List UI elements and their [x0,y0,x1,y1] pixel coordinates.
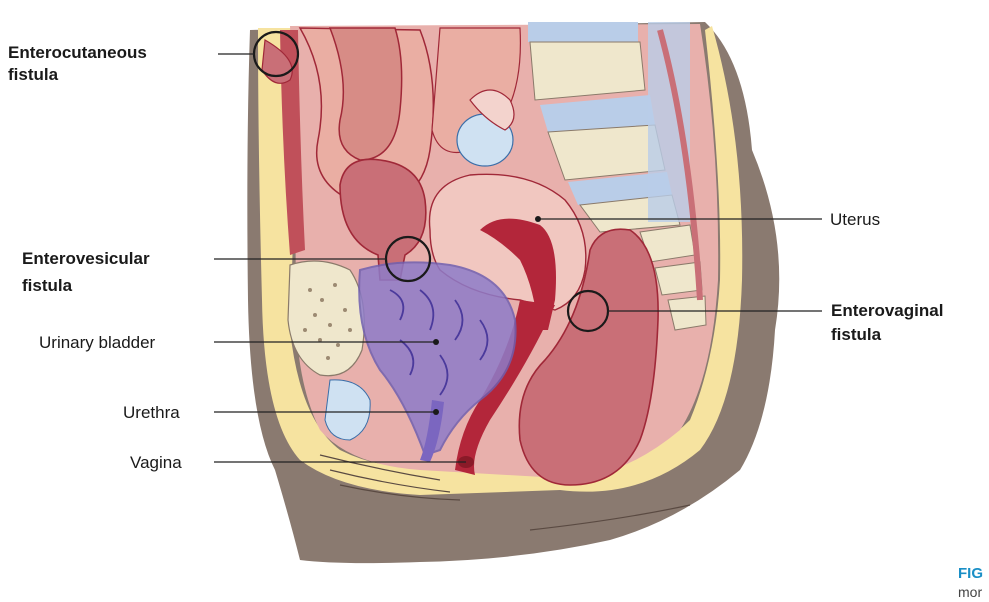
label-enterovaginal-line1: Enterovaginal [831,301,943,320]
pointer-dot-urethra [433,409,439,415]
label-uterus: Uterus [830,210,880,229]
label-enterovaginal-line2: fistula [831,325,882,344]
figure-caption-label: FIG [958,565,983,582]
label-enterovesicular-line2: fistula [22,276,73,295]
label-enterocutaneous-line1: Enterocutaneous [8,43,147,62]
label-vagina: Vagina [130,453,182,472]
label-urinary-bladder: Urinary bladder [39,333,156,352]
pointer-dot-bladder [433,339,439,345]
pointer-dot-uterus [535,216,541,222]
figure-caption-text: mor [958,584,982,600]
label-enterocutaneous-line2: fistula [8,65,59,84]
label-enterovesicular-line1: Enterovesicular [22,249,150,268]
label-urethra: Urethra [123,403,180,422]
